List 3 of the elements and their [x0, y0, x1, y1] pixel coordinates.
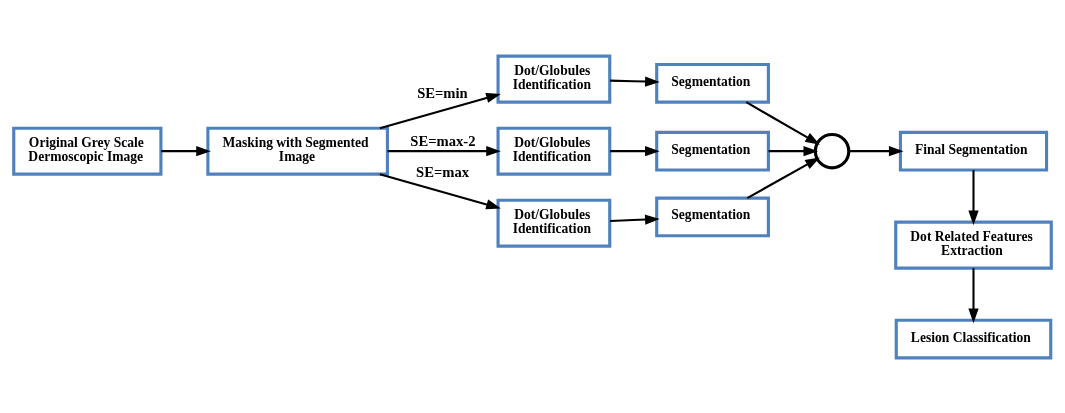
- edge-label: SE=min: [417, 84, 468, 101]
- edge-label: SE=max-2: [410, 132, 476, 149]
- edge-label: SE=max: [416, 163, 470, 180]
